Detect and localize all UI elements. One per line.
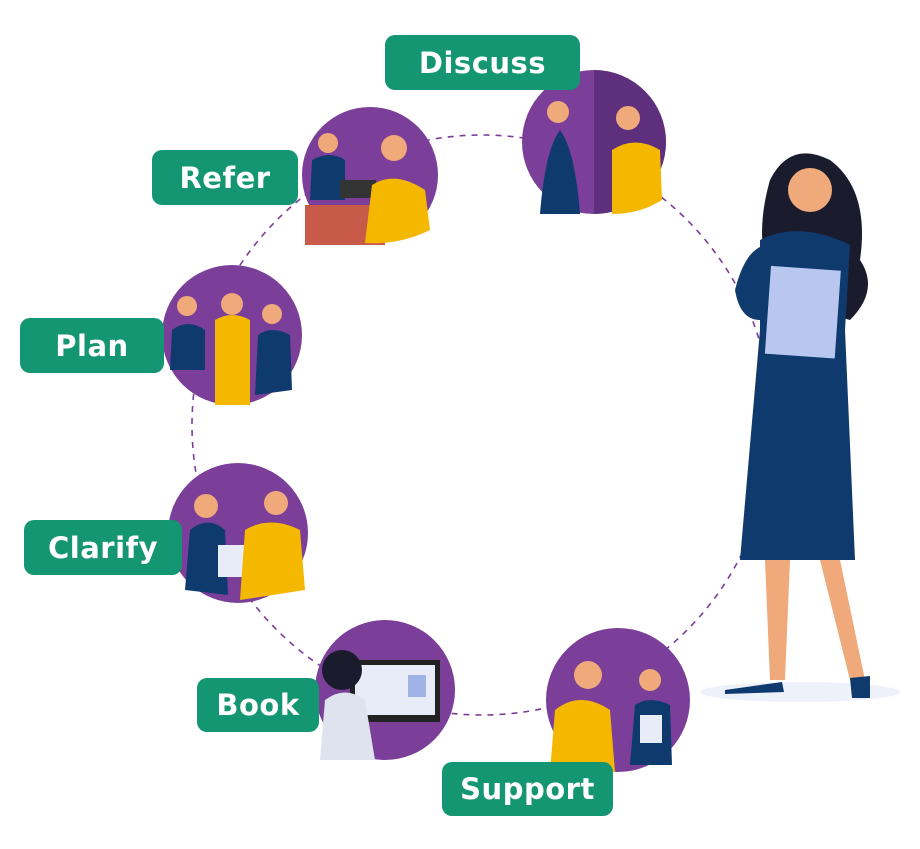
step-label-support: Support (442, 762, 613, 816)
woman-holding-folder-figure (700, 153, 900, 702)
step-label-plan: Plan (20, 318, 164, 373)
step-label-book: Book (197, 678, 319, 732)
book-scene (315, 620, 455, 760)
step-label-clarify: Clarify (24, 520, 182, 575)
step-label-discuss: Discuss (385, 35, 580, 90)
support-scene (546, 628, 690, 772)
clarify-scene (168, 463, 308, 603)
plan-scene (162, 265, 302, 405)
cycle-dashed-ring (191, 134, 773, 716)
refer-scene (302, 107, 438, 245)
step-label-refer: Refer (152, 150, 298, 205)
discuss-scene (522, 70, 666, 214)
